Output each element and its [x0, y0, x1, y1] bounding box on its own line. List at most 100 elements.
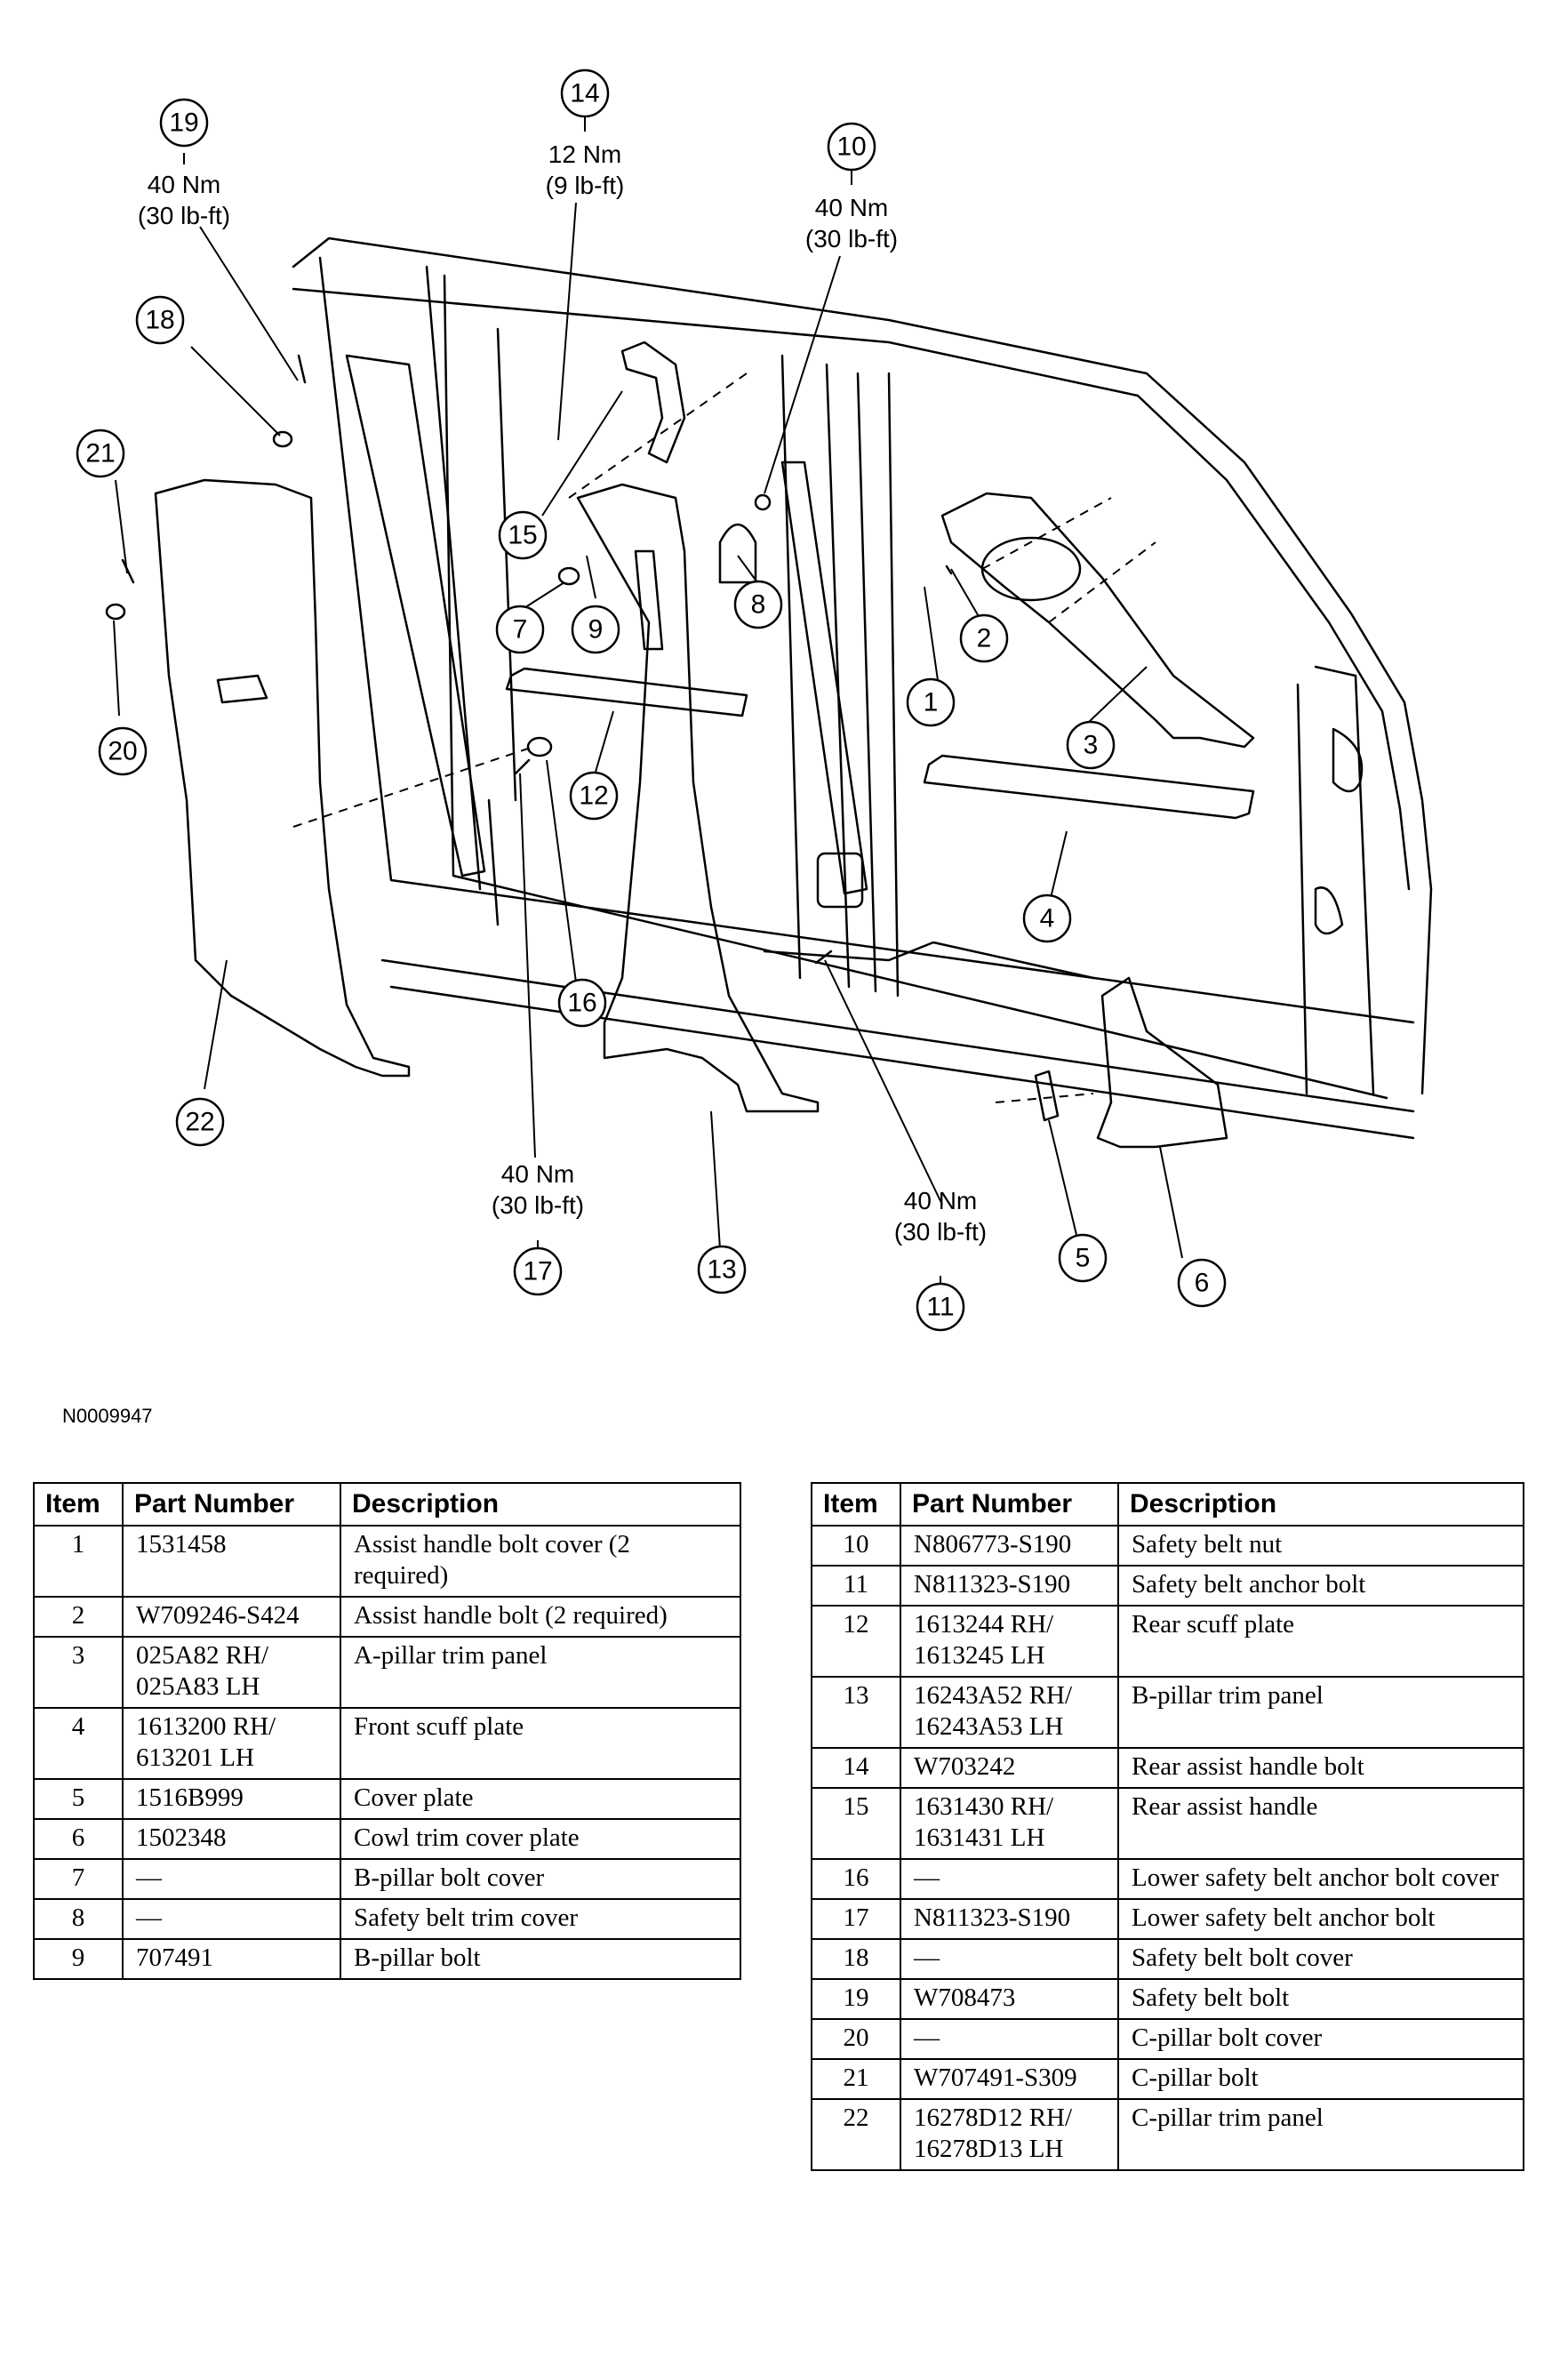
- header-item: Item: [33, 1482, 124, 1527]
- item-cell: 4: [33, 1707, 124, 1780]
- description-cell: Safety belt trim cover: [340, 1898, 741, 1940]
- torque-14-lbft: (9 lb-ft): [546, 172, 625, 199]
- part-number-cell: 025A82 RH/ 025A83 LH: [122, 1636, 341, 1709]
- callout-circle-11: [916, 1282, 965, 1332]
- callout-1: 1: [924, 688, 939, 717]
- callout-21: 21: [85, 439, 115, 469]
- item-cell: 19: [811, 1978, 901, 2020]
- part-number-cell: W703242: [900, 1747, 1119, 1789]
- item-cell: 10: [811, 1525, 901, 1567]
- a-pillar-speaker-grille: [980, 536, 1082, 602]
- part-number-cell: 16278D12 RH/ 16278D13 LH: [900, 2098, 1119, 2171]
- torque-10-lbft: (30 lb-ft): [805, 225, 898, 252]
- callout-22: 22: [185, 1108, 214, 1137]
- description-cell: Safety belt bolt: [1117, 1978, 1524, 2020]
- part-number-cell: —: [900, 1858, 1119, 1900]
- torque-19-nm: 40 Nm: [148, 171, 220, 198]
- part-number-cell: 1631430 RH/ 1631431 LH: [900, 1787, 1119, 1860]
- callout-2: 2: [977, 624, 992, 653]
- callout-circle-16: [557, 978, 607, 1028]
- rear-scuff-plate: [505, 667, 748, 717]
- description-cell: Cowl trim cover plate: [340, 1818, 741, 1860]
- b-pillar-slot: [634, 549, 664, 651]
- item-cell: 9: [33, 1938, 124, 1980]
- callout-14: 14: [570, 79, 599, 108]
- callout-circles: [76, 68, 1227, 1332]
- description-cell: Rear assist handle: [1117, 1787, 1524, 1860]
- description-cell: Rear assist handle bolt: [1117, 1747, 1524, 1789]
- callout-circle-2: [959, 613, 1009, 663]
- table-header-row: Item Part Number Description: [811, 1482, 1524, 1527]
- table-header-row: Item Part Number Description: [33, 1482, 741, 1527]
- item-cell: 1: [33, 1525, 124, 1598]
- item-cell: 20: [811, 2018, 901, 2060]
- torque-17-lbft: (30 lb-ft): [492, 1191, 584, 1219]
- description-cell: Assist handle bolt cover (2 required): [340, 1525, 741, 1598]
- callout-9: 9: [588, 615, 604, 645]
- header-item: Item: [811, 1482, 901, 1527]
- table-row: 18—Safety belt bolt cover: [811, 1938, 1524, 1980]
- fastener-10: [754, 493, 772, 511]
- callout-13: 13: [707, 1255, 736, 1285]
- callout-circle-6: [1177, 1258, 1227, 1308]
- torque-17-nm: 40 Nm: [501, 1160, 574, 1188]
- item-cell: 17: [811, 1898, 901, 1940]
- b-pillar-trim-panel: [576, 483, 820, 1113]
- fastener-20: [105, 603, 126, 621]
- item-cell: 7: [33, 1858, 124, 1900]
- item-cell: 2: [33, 1596, 124, 1638]
- part-number-cell: 1516B999: [122, 1778, 341, 1820]
- cab-body-frame: [292, 236, 1433, 1140]
- table-row: 8—Safety belt trim cover: [33, 1898, 741, 1940]
- callout-circle-12: [569, 771, 619, 821]
- fastener-7: [557, 566, 580, 586]
- callout-16: 16: [567, 989, 596, 1018]
- header-part-number: Part Number: [122, 1482, 341, 1527]
- callout-circle-10: [827, 122, 876, 172]
- safety-belt-trim-cover: [718, 523, 757, 584]
- fastener-21: [121, 558, 135, 584]
- figure-id: N0009947: [62, 1405, 153, 1427]
- item-cell: 15: [811, 1787, 901, 1860]
- item-cell: 8: [33, 1898, 124, 1940]
- table-row: 16—Lower safety belt anchor bolt cover: [811, 1858, 1524, 1900]
- callout-circle-4: [1022, 894, 1072, 943]
- callout-circle-8: [733, 580, 783, 629]
- description-cell: Lower safety belt anchor bolt cover: [1117, 1858, 1524, 1900]
- callout-circle-9: [571, 605, 620, 654]
- callout-15: 15: [508, 521, 537, 550]
- item-cell: 12: [811, 1605, 901, 1678]
- fastener-19: [297, 354, 307, 384]
- item-cell: 14: [811, 1747, 901, 1789]
- callout-20: 20: [108, 737, 137, 766]
- cover-plate: [1034, 1070, 1060, 1122]
- table-row: 7—B-pillar bolt cover: [33, 1858, 741, 1900]
- rear-seat-belt: [345, 354, 486, 877]
- c-pillar-trim-panel: [154, 478, 411, 1078]
- callout-17: 17: [523, 1257, 552, 1286]
- description-cell: C-pillar bolt cover: [1117, 2018, 1524, 2060]
- item-cell: 18: [811, 1938, 901, 1980]
- part-number-cell: —: [122, 1898, 341, 1940]
- a-pillar-trim-panel: [940, 492, 1255, 749]
- callout-6: 6: [1195, 1269, 1210, 1298]
- description-cell: Safety belt bolt cover: [1117, 1938, 1524, 1980]
- exploded-view-diagram: 1 2 3 4 5 6 7 8 9 10 11 12 13 14 15 16 1…: [76, 68, 1433, 1332]
- item-cell: 22: [811, 2098, 901, 2171]
- item-cell: 5: [33, 1778, 124, 1820]
- cowl-trim-cover-plate: [1096, 976, 1228, 1149]
- callout-3: 3: [1084, 731, 1099, 760]
- fastener-16: [526, 736, 553, 757]
- description-cell: B-pillar bolt cover: [340, 1858, 741, 1900]
- part-number-cell: N811323-S190: [900, 1565, 1119, 1607]
- item-cell: 16: [811, 1858, 901, 1900]
